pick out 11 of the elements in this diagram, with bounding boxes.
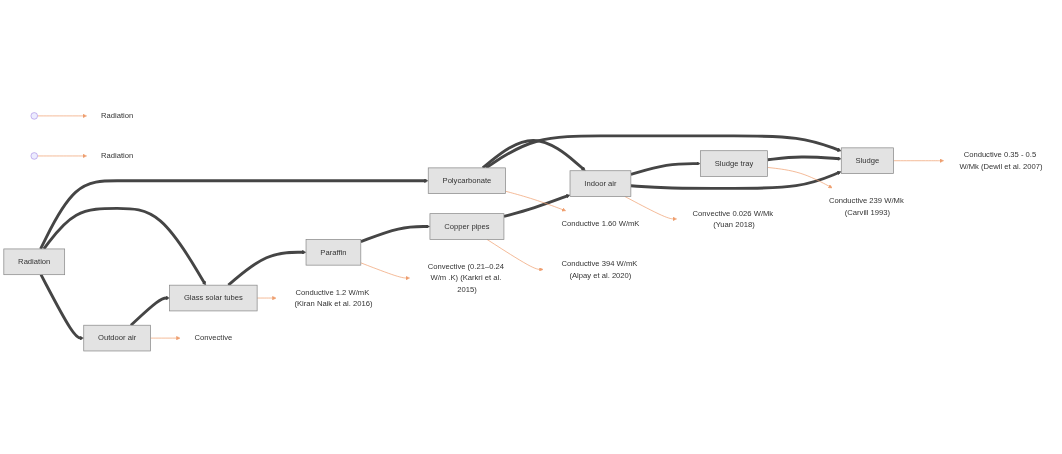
arrow	[630, 170, 842, 190]
arrow	[503, 194, 571, 218]
arrow	[129, 295, 170, 327]
arrow	[227, 250, 307, 287]
arrow	[481, 139, 586, 171]
arrow	[360, 224, 431, 244]
arrow	[767, 155, 842, 162]
arrow	[39, 274, 84, 341]
arrow	[42, 206, 206, 286]
arrow	[39, 178, 429, 250]
arrow	[630, 161, 701, 176]
